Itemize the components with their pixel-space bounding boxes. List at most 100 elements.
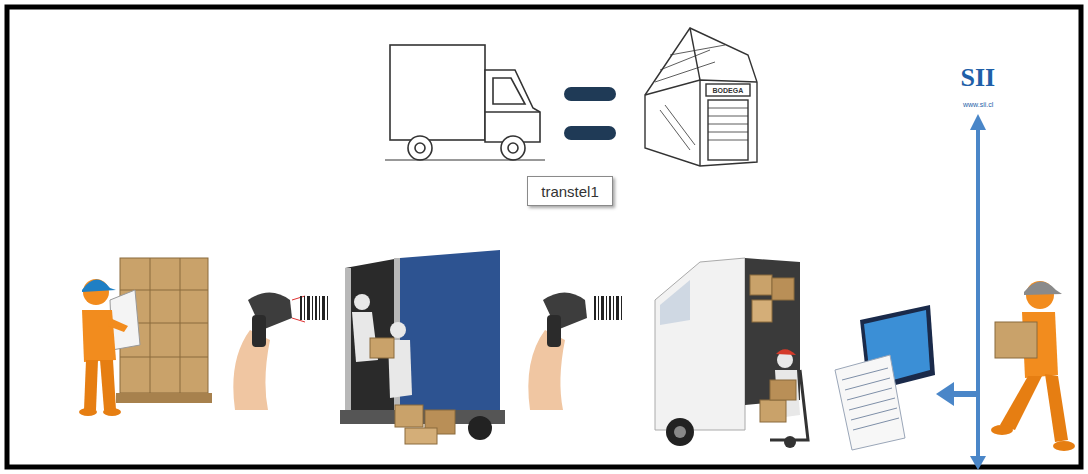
warehouse-sketch-part <box>708 132 748 133</box>
worker-pallet-part <box>79 408 97 416</box>
barcode-scanner <box>528 293 622 411</box>
barcode-scanner-part <box>547 315 561 347</box>
warehouse-sketch-part <box>665 105 695 145</box>
sii-url: www.sii.cl <box>963 101 993 108</box>
barcode-scanner-part-part <box>598 296 599 320</box>
warehouse-sketch-part <box>690 28 700 80</box>
delivery-van-part <box>745 258 800 405</box>
loading-truck-part <box>395 405 423 427</box>
loading-truck <box>340 250 505 444</box>
worker-pallet-part <box>100 360 116 410</box>
delivery-person-part <box>991 425 1013 435</box>
delivery-van-part <box>760 400 786 422</box>
electronic-invoice-part-part <box>842 368 888 380</box>
truck-sketch <box>385 45 545 160</box>
warehouse-sketch-part <box>708 140 748 141</box>
electronic-invoice-part-part <box>845 378 890 390</box>
loading-truck-part <box>345 268 351 410</box>
truck-sketch-part <box>485 111 540 113</box>
frame <box>7 7 1081 467</box>
delivery-van-part <box>784 436 796 448</box>
worker-pallet-part <box>103 408 121 416</box>
barcode-scanner-part-part <box>616 296 619 320</box>
delivery-van-part <box>666 418 694 446</box>
worker-pallet-part <box>116 393 212 403</box>
barcode-scanner-part-part <box>322 296 325 320</box>
electronic-invoice-part <box>842 368 899 430</box>
barcode-scanner-part-part <box>307 296 310 320</box>
delivery-van-part <box>770 370 808 440</box>
worker-pallet-part <box>84 360 98 410</box>
barcode-scanner-part-part <box>601 296 604 320</box>
delivery-person-part <box>1053 441 1075 451</box>
barcode-scanner-part <box>594 296 622 320</box>
loading-truck-part <box>390 322 406 338</box>
truck-sketch-part <box>493 78 525 104</box>
delivery-person-part <box>1045 374 1068 442</box>
equals-sign <box>564 87 616 140</box>
warehouse-sketch-part <box>708 116 748 117</box>
truck-sketch-part <box>415 143 425 153</box>
truck-sketch-part <box>485 70 540 142</box>
electronic-invoice-part-part <box>847 388 892 400</box>
warehouse-sketch-part <box>708 108 748 109</box>
truck-sketch-part <box>501 136 525 160</box>
barcode-scanner-part-part <box>613 296 614 320</box>
equals-sign-part <box>564 126 616 140</box>
barcode-scanner <box>233 293 328 411</box>
electronic-invoice-part-part <box>851 408 897 420</box>
worker-pallet-part <box>82 310 116 362</box>
delivery-van-part <box>750 275 772 295</box>
warehouse-sketch <box>645 28 757 166</box>
barcode-scanner-part <box>300 296 328 320</box>
truck-sketch-part <box>390 45 485 140</box>
delivery-van-part <box>660 280 690 325</box>
barcode-scanner-part-part <box>609 296 611 320</box>
barcode-scanner-part <box>292 296 305 322</box>
warehouse-sketch-part <box>660 50 710 70</box>
loading-truck-part <box>370 338 394 358</box>
delivery-van-part <box>770 380 796 400</box>
delivery-person-part <box>1000 376 1042 430</box>
electronic-invoice-part <box>835 355 905 450</box>
barcode-scanner-part-part <box>300 296 302 320</box>
barcode-scanner-part-part <box>304 296 305 320</box>
worker-pallet-part <box>180 258 181 393</box>
truck-sketch-part <box>385 160 545 161</box>
delivery-person <box>991 281 1075 451</box>
worker-pallet-part <box>108 318 128 332</box>
electronic-invoice-part-part <box>853 418 899 430</box>
sii-arrows-part <box>936 382 954 406</box>
barcode-scanner-part <box>252 315 266 347</box>
sii-arrows <box>936 114 986 470</box>
loading-truck-part <box>405 428 437 444</box>
barcode-scanner-part-part <box>606 296 607 320</box>
sii-logo: SII <box>961 65 996 91</box>
worker-pallet-part <box>150 258 151 393</box>
barcode-scanner-part-part <box>319 296 320 320</box>
warehouse-sketch-part <box>706 84 750 96</box>
delivery-person-part <box>995 322 1037 358</box>
loading-truck-part <box>400 250 500 420</box>
barcode-scanner-part-part <box>315 296 317 320</box>
warehouse-sketch-part <box>660 110 690 150</box>
delivery-van-part <box>776 349 796 355</box>
electronic-invoice <box>835 305 935 450</box>
sii-arrows-part <box>976 128 980 458</box>
truck-sketch-part <box>408 136 432 160</box>
sii-arrows-part <box>970 114 986 130</box>
barcode-scanner-part-part <box>594 296 596 320</box>
delivery-van-part <box>772 278 794 300</box>
warehouse-sketch-part <box>708 124 748 125</box>
worker-pallet-part <box>82 279 116 292</box>
delivery-van <box>655 258 808 448</box>
warehouse-sketch-part <box>699 80 700 166</box>
warehouse-sketch-part <box>670 45 725 55</box>
warehouse-sketch-part <box>645 28 757 166</box>
sii-arrows-part <box>952 391 978 397</box>
delivery-van-part <box>674 426 686 438</box>
loading-truck-part <box>354 294 370 310</box>
warehouse-sketch-part <box>655 62 715 82</box>
